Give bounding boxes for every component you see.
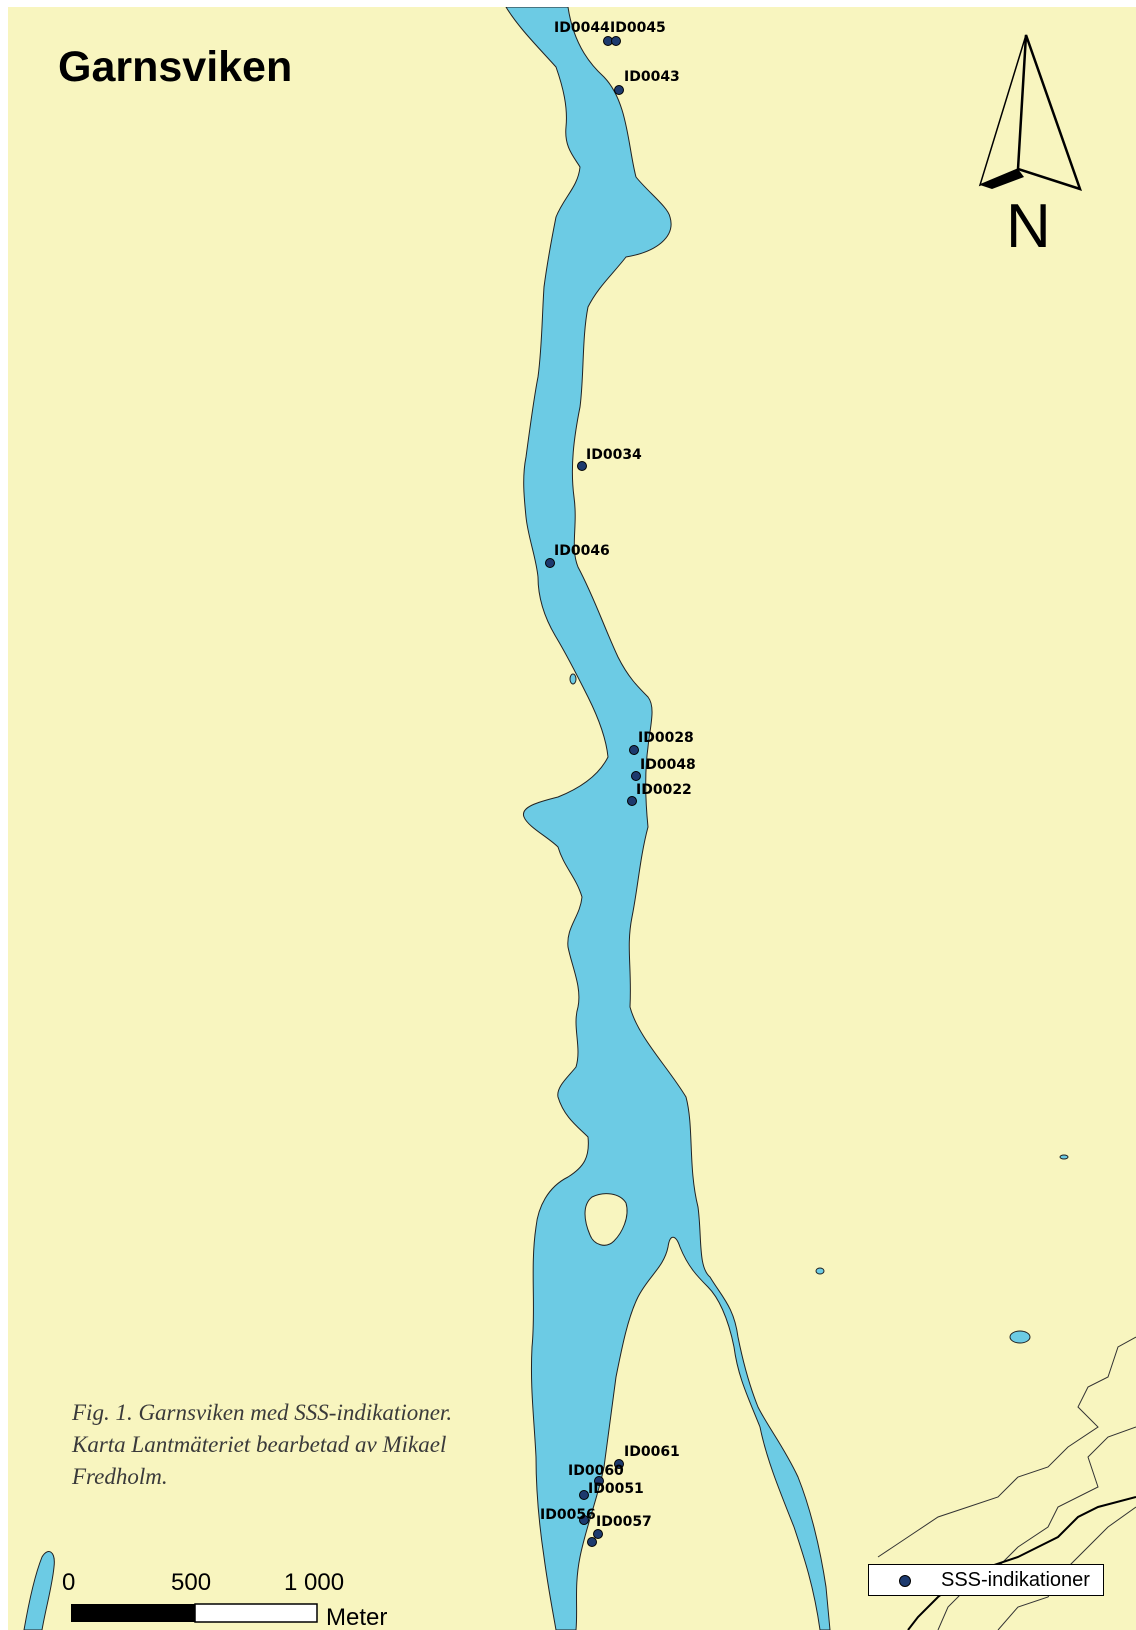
point-label: ID0048 (640, 757, 696, 773)
map-frame: ID0044 ID0045 ID0043 ID0034 ID0046 ID002… (8, 7, 1136, 1630)
point-ID0057[interactable]: ID0057 (587, 1514, 652, 1547)
pond-east-tiny (1059, 1154, 1069, 1160)
small-lake-southwest (23, 1551, 55, 1630)
scale-bar-light-segment (194, 1603, 318, 1623)
point-ID0061[interactable]: ID0061 (614, 1444, 680, 1469)
scale-bar-dark-segment (71, 1604, 195, 1622)
point-label: ID0060 (568, 1463, 624, 1479)
scale-unit: Meter (326, 1604, 387, 1630)
point-label: ID0043 (624, 69, 680, 85)
point-ID0046[interactable]: ID0046 (545, 543, 610, 568)
point-label: ID0061 (624, 1444, 680, 1460)
point-label: ID0044 (554, 20, 610, 36)
north-label: N (1006, 192, 1051, 261)
point-ID0056[interactable]: ID0056 (540, 1507, 596, 1525)
point-ID0028[interactable]: ID0028 (629, 730, 694, 755)
point-ID0034[interactable]: ID0034 (577, 447, 643, 471)
pond-west-tiny (569, 673, 577, 685)
figure-caption: Fig. 1. Garnsviken med SSS-indikationer.… (72, 1400, 453, 1489)
scale-tick-1000: 1 000 (284, 1569, 344, 1596)
point-label: ID0056 (540, 1507, 596, 1523)
sss-points-layer: ID0044 ID0045 ID0043 ID0034 ID0046 ID002… (540, 20, 696, 1547)
pond-east-small (815, 1267, 825, 1275)
point-ID0060[interactable]: ID0060 (568, 1463, 624, 1486)
north-arrow: N (978, 34, 1083, 261)
island (584, 1193, 628, 1246)
legend-point-symbol (899, 1575, 911, 1587)
point-ID0045[interactable]: ID0045 (610, 20, 666, 46)
point-label: ID0057 (596, 1514, 652, 1530)
point-ID0043[interactable]: ID0043 (614, 69, 680, 95)
point-label: ID0045 (610, 20, 666, 36)
legend-label: SSS-indikationer (941, 1569, 1090, 1591)
point-label: ID0028 (638, 730, 694, 746)
point-label: ID0022 (636, 782, 692, 798)
scale-tick-500: 500 (171, 1569, 211, 1596)
map-canvas: ID0044 ID0045 ID0043 ID0034 ID0046 ID002… (23, 7, 1136, 1630)
point-label: ID0046 (554, 543, 610, 559)
legend: SSS-indikationer (868, 1564, 1104, 1596)
scale-tick-0: 0 (62, 1569, 75, 1596)
lake-garnsviken (505, 7, 831, 1630)
point-ID0022[interactable]: ID0022 (627, 782, 692, 806)
point-label: ID0051 (588, 1481, 644, 1497)
road-line (907, 1496, 1136, 1630)
point-ID0048[interactable]: ID0048 (631, 757, 696, 781)
scale-bar: 0 500 1 000 Meter (62, 1569, 387, 1630)
point-label: ID0034 (586, 447, 642, 463)
map-title: Garnsviken (58, 43, 293, 91)
point-ID0051[interactable]: ID0051 (579, 1481, 644, 1500)
pond-east (1009, 1330, 1031, 1344)
north-arrow-shadow (980, 169, 1024, 189)
north-arrow-right-half (1016, 34, 1083, 191)
